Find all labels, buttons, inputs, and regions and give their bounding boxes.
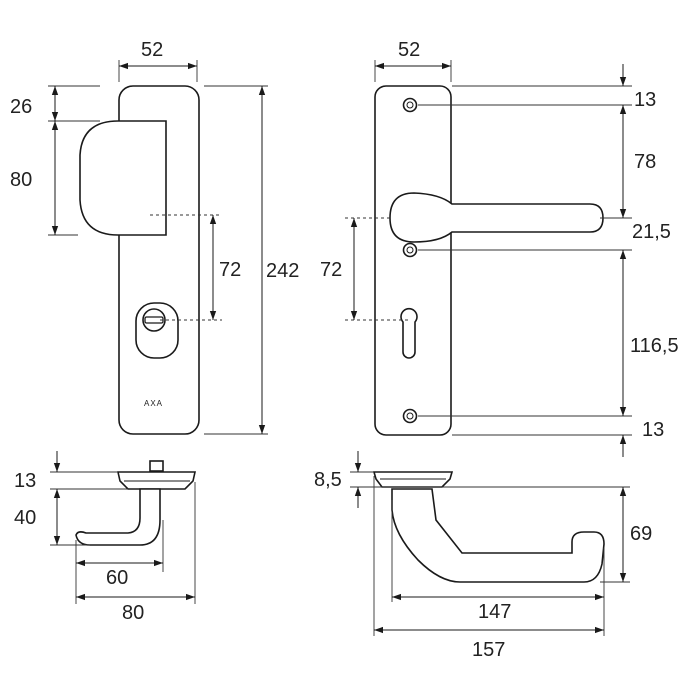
right-lever-handle	[389, 192, 604, 243]
right-middle-screw	[402, 242, 418, 258]
side-lever-handle	[391, 488, 605, 583]
right-axis-label: 72	[320, 259, 342, 281]
left-knob-label: 80	[10, 169, 32, 191]
right-lower-label: 116,5	[630, 335, 679, 357]
small-length-label: 80	[122, 602, 144, 624]
right-backplate	[374, 85, 452, 436]
right-bottom-screw	[402, 408, 418, 424]
left-side-view	[75, 460, 196, 546]
handle-plate-label: 8,5	[314, 469, 342, 491]
right-plate-view	[374, 85, 604, 436]
left-total-label: 242	[266, 260, 299, 282]
right-handle-label: 21,5	[632, 221, 671, 243]
right-width-label: 52	[398, 39, 420, 61]
side-small-lever	[75, 488, 161, 546]
small-reach-label: 60	[106, 567, 128, 589]
left-knob	[79, 120, 167, 236]
left-plate-view: AXA	[79, 85, 200, 435]
side-spindle	[149, 460, 164, 472]
left-brand-label: AXA	[144, 399, 163, 408]
handle-reach-label: 147	[478, 601, 511, 623]
right-top-screw	[402, 97, 418, 113]
right-side-dimensions: 8,5 69 147 157	[314, 451, 652, 661]
left-top-label: 26	[10, 96, 32, 118]
right-keyhole	[400, 307, 418, 359]
right-side-view	[372, 471, 605, 583]
right-bottom-label: 13	[642, 419, 664, 441]
left-width-label: 52	[141, 39, 163, 61]
right-dimensions: 52 13 78 21,5 116,5 13 72	[320, 39, 679, 457]
small-depth-label: 40	[14, 507, 36, 529]
handle-depth-label: 69	[630, 523, 652, 545]
left-axis-label: 72	[219, 259, 241, 281]
left-side-dimensions: 13 40 60 80	[14, 451, 196, 624]
right-top-label: 13	[634, 89, 656, 111]
handle-length-label: 157	[472, 639, 505, 661]
right-upper-label: 78	[634, 151, 656, 173]
small-plate-label: 13	[14, 470, 36, 492]
left-dimensions: 52 26 80 72 242	[10, 39, 299, 435]
